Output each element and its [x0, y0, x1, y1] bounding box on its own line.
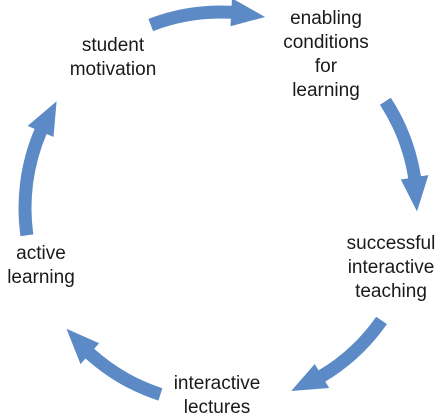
node-line: active [16, 243, 66, 264]
node-active-learning: active learning [0, 242, 82, 290]
node-line: learning [292, 80, 360, 101]
node-line: teaching [355, 281, 427, 302]
cycle-arrow [148, 0, 266, 32]
node-line: interactive [173, 373, 261, 394]
cycle-arrow [66, 328, 163, 401]
node-line: successful [346, 233, 436, 254]
cycle-arrow [18, 101, 57, 237]
cycle-arrow [291, 316, 387, 391]
node-line: for [314, 56, 338, 77]
node-student-motivation: student motivation [48, 34, 178, 82]
node-successful-teaching: successful interactive teaching [336, 232, 446, 304]
node-line: lectures [183, 397, 251, 418]
cycle-arrows [18, 0, 429, 401]
node-line: student [81, 35, 145, 56]
node-line: interactive [347, 257, 435, 278]
node-line: conditions [283, 32, 369, 53]
node-line: enabling [290, 8, 362, 29]
cycle-arrow [379, 97, 429, 212]
node-line: motivation [69, 59, 157, 80]
node-line: learning [7, 267, 75, 288]
node-interactive-lectures: interactive lectures [152, 372, 282, 420]
node-enabling-conditions: enabling conditions for learning [266, 7, 386, 103]
